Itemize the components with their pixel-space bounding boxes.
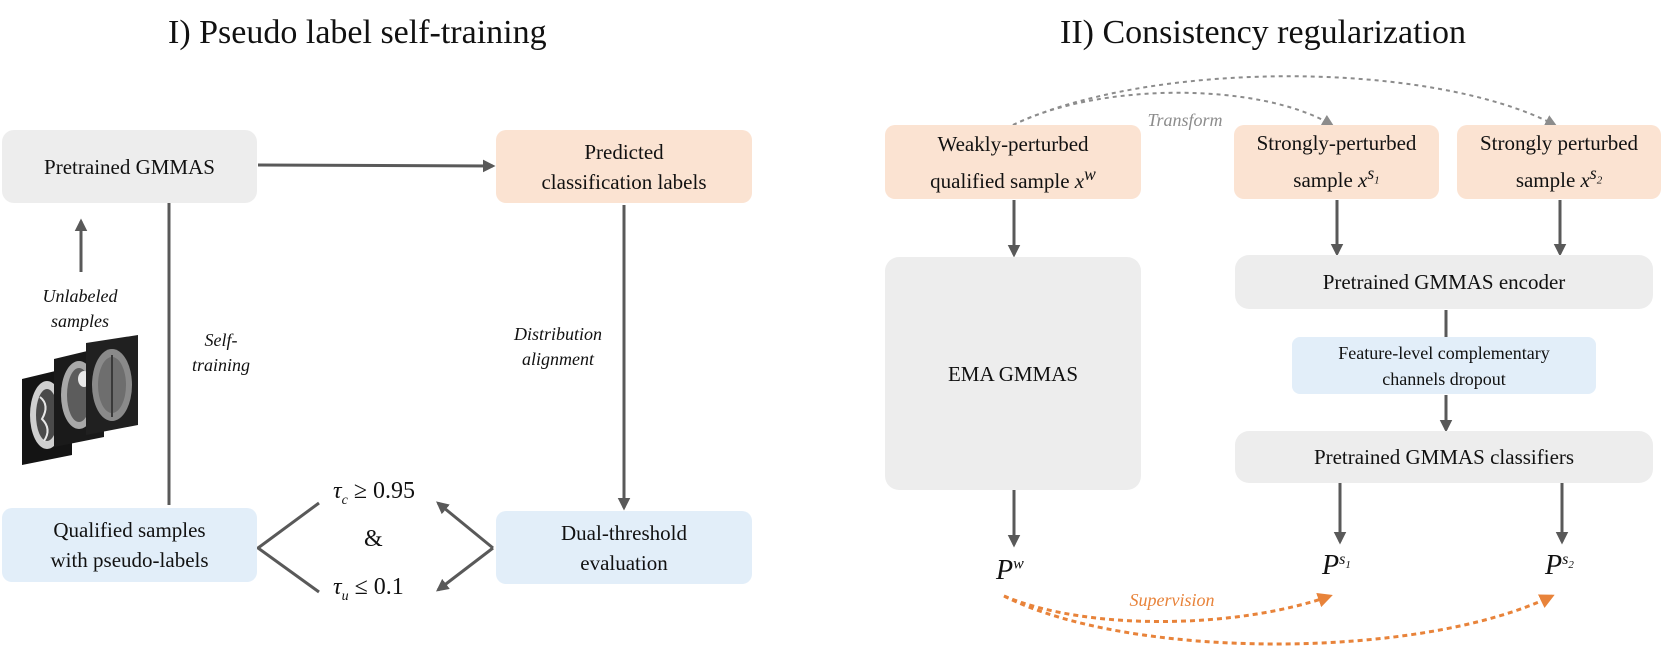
- qualified-samples-line1: Qualified samples: [53, 518, 206, 542]
- ema-gmmas-label: EMA GMMAS: [947, 361, 1079, 386]
- dual-threshold-line2: evaluation: [580, 550, 668, 575]
- output-p-s1: Ps1: [1322, 550, 1351, 581]
- strong-sample-2-box: Strongly perturbed sample xs2: [1457, 125, 1661, 199]
- arrow-dual-to-tau-u: [435, 546, 494, 592]
- dropout-line2: channels dropout: [1382, 368, 1506, 389]
- pretrained-classifiers-label: Pretrained GMMAS classifiers: [1313, 445, 1575, 469]
- predicted-labels-box: Predicted classification labels: [496, 130, 752, 203]
- pretrained-gmmas-label: Pretrained GMMAS: [44, 154, 215, 179]
- weak-sample-box: Weakly-perturbed qualified sample xw: [885, 125, 1141, 199]
- pretrained-gmmas-box: Pretrained GMMAS: [2, 130, 257, 203]
- supervision-arrow-ps1: [1003, 592, 1333, 624]
- arrow-pretrained-to-predicted: [257, 159, 496, 173]
- output-p-w: Pw: [996, 555, 1024, 586]
- ampersand: &: [364, 526, 383, 552]
- bracket-to-qualified: [255, 501, 320, 594]
- distribution-alignment-label: Distribution alignment: [513, 324, 602, 369]
- dual-threshold-line1: Dual-threshold: [561, 520, 687, 545]
- dropout-box: Feature-level complementary channels dro…: [1292, 337, 1596, 394]
- transform-label: Transform: [1147, 110, 1223, 130]
- right-panel-title: II) Consistency regularization: [1060, 14, 1466, 51]
- strong-sample-1-line1: Strongly-perturbed: [1256, 131, 1417, 156]
- pretrained-classifiers-box: Pretrained GMMAS classifiers: [1235, 431, 1653, 483]
- pretrained-encoder-label: Pretrained GMMAS encoder: [1322, 270, 1566, 294]
- dual-threshold-box: Dual-threshold evaluation: [496, 511, 752, 584]
- tau-u-condition: τu ≤ 0.1: [333, 574, 404, 604]
- predicted-labels-line2: classification labels: [541, 169, 707, 194]
- tau-c-condition: τc ≥ 0.95: [333, 478, 415, 508]
- arrow-dual-to-tau-c: [436, 501, 494, 550]
- ema-gmmas-box: EMA GMMAS: [885, 257, 1141, 490]
- qualified-samples-line2: with pseudo-labels: [50, 548, 209, 572]
- transform-arrow-strong2: [1012, 75, 1558, 127]
- dropout-line1: Feature-level complementary: [1338, 342, 1550, 363]
- strong-sample-1-line2: sample xs1: [1293, 163, 1380, 193]
- supervision-arrow-ps2: [1003, 594, 1555, 646]
- strong-sample-2-line2: sample xs2: [1515, 163, 1603, 193]
- weak-sample-line2: qualified sample xw: [930, 163, 1096, 193]
- pretrained-encoder-box: Pretrained GMMAS encoder: [1235, 255, 1653, 309]
- output-p-s2: Ps2: [1545, 550, 1574, 581]
- strong-sample-2-line1: Strongly perturbed: [1479, 131, 1639, 156]
- self-training-label: Self- training: [191, 330, 250, 375]
- weak-sample-line1: Weakly-perturbed: [937, 131, 1089, 156]
- left-panel-title: I) Pseudo label self-training: [168, 14, 547, 51]
- predicted-labels-line1: Predicted: [584, 139, 664, 164]
- supervision-label: Supervision: [1129, 590, 1215, 610]
- strong-sample-1-box: Strongly-perturbed sample xs1: [1234, 125, 1439, 199]
- unlabeled-mri-image: [22, 335, 138, 465]
- unlabeled-samples-label: Unlabeled samples: [42, 286, 118, 331]
- qualified-samples-box: Qualified samples with pseudo-labels: [2, 508, 257, 582]
